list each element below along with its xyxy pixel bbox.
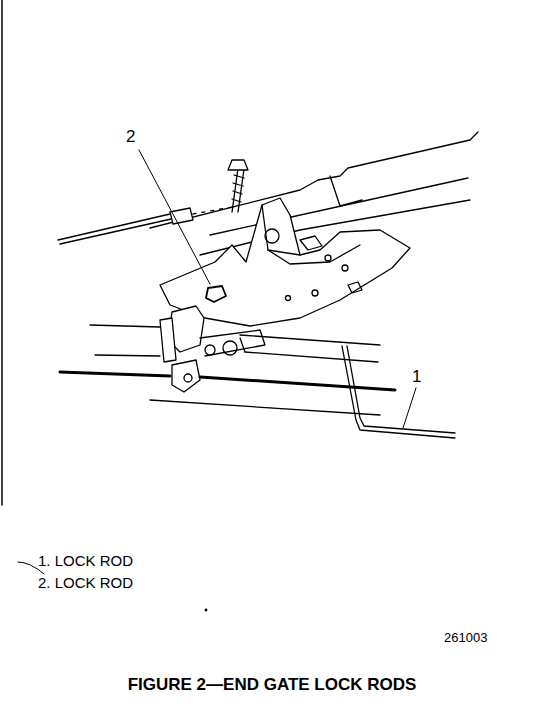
legend-entry: 2. LOCK ROD <box>38 575 133 592</box>
figure-caption: FIGURE 2—END GATE LOCK RODS <box>128 676 417 695</box>
figure-number: 261003 <box>444 631 487 645</box>
callout-number: 1 <box>412 368 421 387</box>
legend-entry: 1. LOCK ROD <box>38 553 133 570</box>
callout-number: 2 <box>126 128 135 147</box>
illustration-strokes <box>2 0 478 611</box>
